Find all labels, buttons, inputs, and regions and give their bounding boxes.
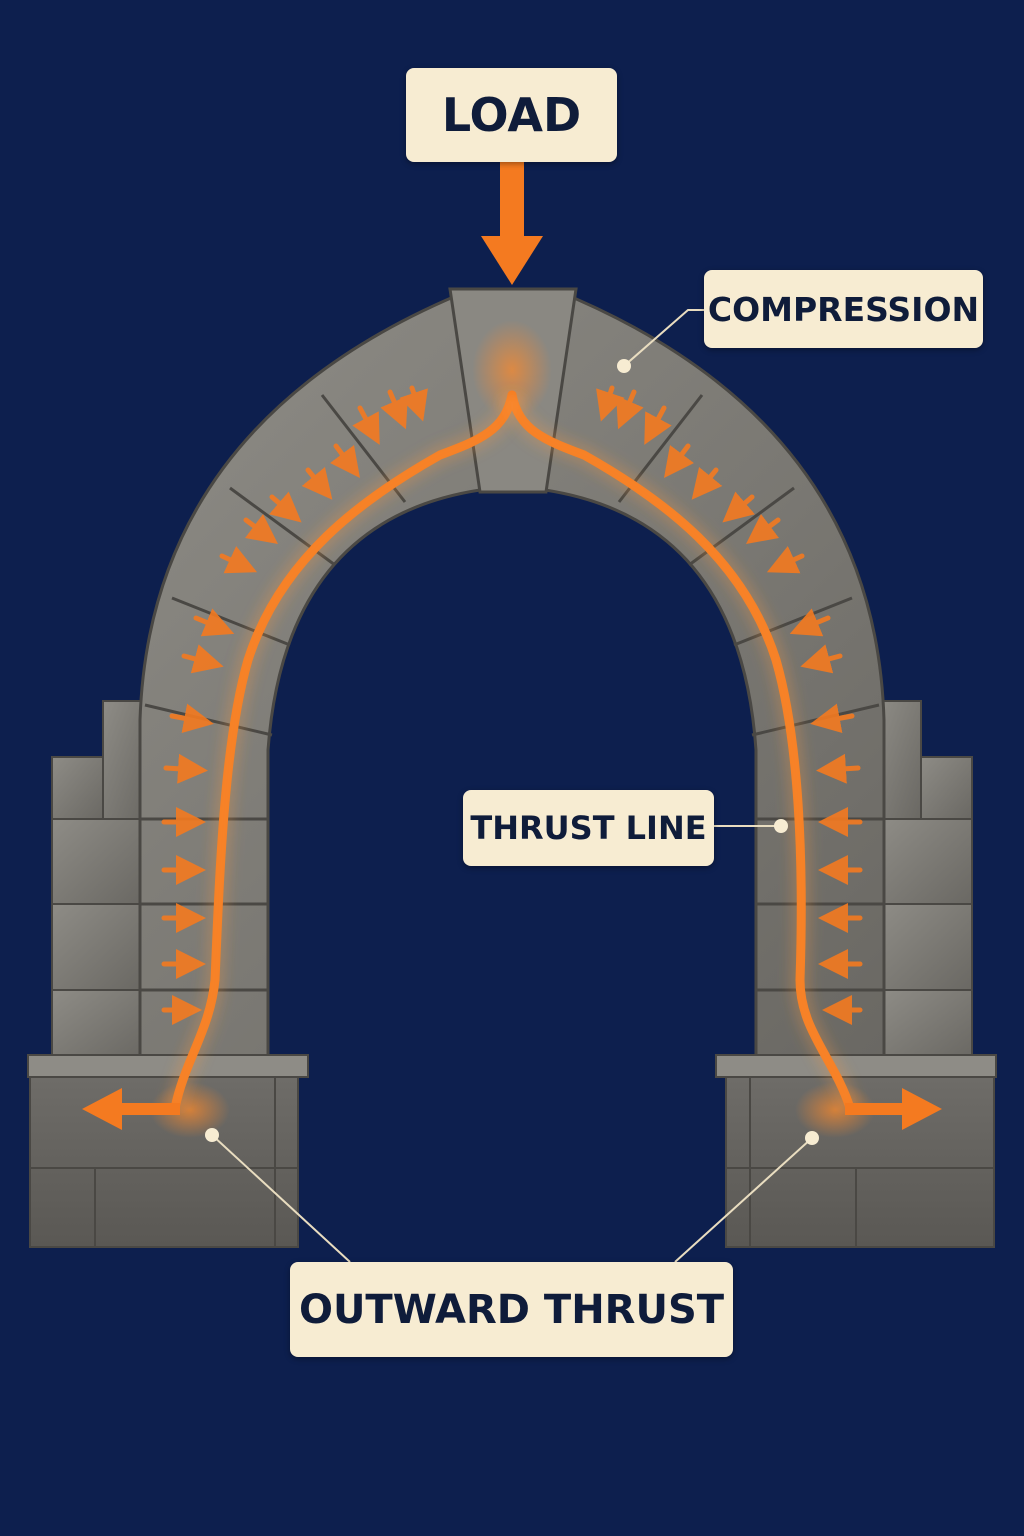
- right-base: [715, 1054, 997, 1248]
- thrust-line-label: THRUST LINE: [463, 790, 714, 866]
- outward-thrust-arrow-right: [845, 1088, 942, 1130]
- outward-thrust-label: OUTWARD THRUST: [290, 1262, 733, 1357]
- compression-arrows-right: [596, 385, 863, 1025]
- load-label: LOAD: [406, 68, 617, 162]
- compression-label: COMPRESSION: [704, 270, 983, 348]
- leader-dots: [205, 359, 819, 1145]
- compression-arrows-left: [161, 385, 428, 1025]
- leader-lines: [211, 309, 813, 1263]
- left-base: [27, 1054, 309, 1248]
- outward-thrust-arrow-left: [82, 1088, 180, 1130]
- load-arrow: [481, 162, 543, 285]
